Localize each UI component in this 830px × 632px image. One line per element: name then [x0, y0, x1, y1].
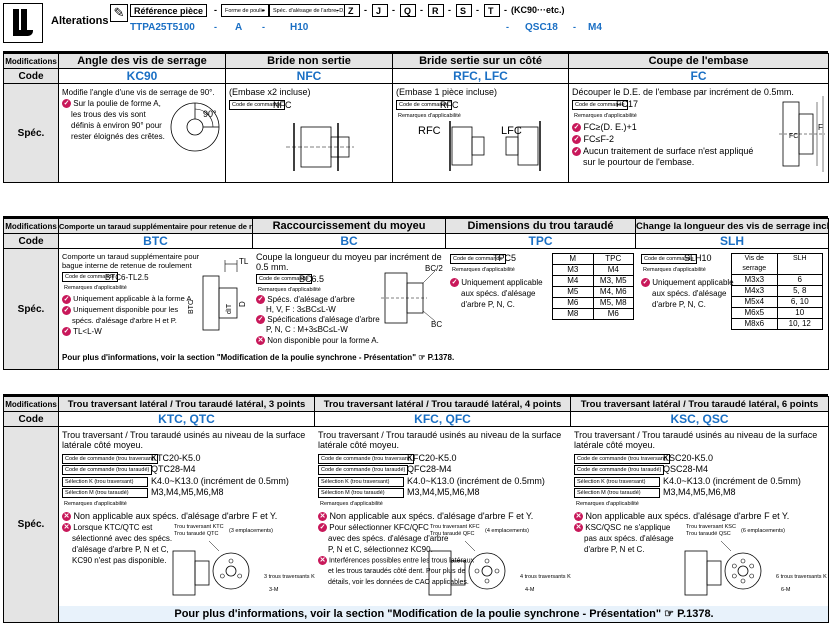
- svg-text:FC: FC: [789, 133, 798, 140]
- page-title: Alterations: [51, 15, 109, 27]
- col-title-ksc: Trou traversant latéral / Trou taraudé l…: [570, 396, 829, 412]
- spec-row-2: Comporte un taraud supplémentaire pour b…: [58, 248, 829, 370]
- example-part: TTPA25T5100: [130, 22, 195, 33]
- col-title-nfc: Bride non sertie: [225, 53, 393, 69]
- code-bc: BC: [252, 233, 446, 249]
- svg-text:TL: TL: [239, 257, 249, 266]
- label-spec: Spéc.: [3, 83, 59, 183]
- check-icon: ✓: [572, 147, 581, 157]
- col-title-fc: Coupe de l'embase: [568, 53, 829, 69]
- forbidden-icon: ✕: [318, 556, 327, 565]
- label-modifications: Modifications: [3, 53, 59, 69]
- col-title-kfc: Trou traversant latéral / Trou taraudé l…: [314, 396, 571, 412]
- check-icon: ✓: [450, 278, 459, 288]
- example-bore: H10: [290, 22, 309, 33]
- label-code: Code: [3, 68, 59, 84]
- spec-kc90: Modifie l'angle d'une vis de serrage de …: [58, 83, 226, 183]
- check-icon: ✓: [318, 523, 327, 533]
- spec-rfc: (Embase 1 pièce incluse) Code de command…: [392, 83, 569, 183]
- code-ktc-qtc: KTC, QTC: [58, 411, 315, 427]
- example-code: QSC18: [525, 22, 558, 33]
- check-icon: ✓: [572, 135, 581, 145]
- page-ref-icon: ☞: [664, 608, 675, 620]
- col-title-tpc: Dimensions du trou taraudé: [445, 218, 636, 234]
- nfc-diagram: [286, 123, 354, 171]
- example-code-value: M4: [588, 22, 602, 33]
- side-hole-diagram-0: [172, 540, 250, 596]
- spec-nfc: (Embase x2 incluse) Code de commande NFC: [225, 83, 393, 183]
- box-shape: Forme de poulie: [221, 4, 269, 17]
- col-title-btc: Comporte un taraud supplémentaire pour r…: [58, 218, 253, 234]
- forbidden-icon: ✕: [62, 523, 71, 533]
- box-bore: Spéc. d'alésage de l'arbre, D, L: [269, 4, 354, 17]
- code-slh: SLH: [635, 233, 829, 249]
- svg-text:dIT: dIT: [226, 303, 233, 314]
- check-icon: ✓: [62, 327, 71, 337]
- svg-text:BTC: BTC: [188, 300, 195, 314]
- forbidden-icon: ✕: [574, 512, 583, 522]
- code-rfc-lfc: RFC, LFC: [392, 68, 569, 84]
- note-row-3: Pour plus d'informations, voir la sectio…: [59, 606, 828, 622]
- svg-text:BC/2: BC/2: [425, 264, 443, 273]
- col-title-kc90: Angle des vis de serrage: [58, 53, 226, 69]
- code-fc: FC: [568, 68, 829, 84]
- check-icon: ✓: [572, 123, 581, 133]
- col-title-rfc: Bride sertie sur un côté: [392, 53, 569, 69]
- spec-fc: Découper le D.E. de l'embase par incréme…: [568, 83, 829, 183]
- box-t: T: [484, 4, 500, 17]
- example-shape: A: [235, 22, 243, 33]
- forbidden-icon: ✕: [318, 512, 327, 522]
- check-icon: ✓: [641, 278, 650, 288]
- code-nfc: NFC: [225, 68, 393, 84]
- svg-text:F: F: [818, 123, 823, 132]
- box-r: R: [428, 4, 444, 17]
- note-row-2: Pour plus d'informations, voir la sectio…: [62, 353, 455, 362]
- ref-label: Référence pièce: [130, 4, 208, 17]
- code-btc: BTC: [58, 233, 253, 249]
- box-z: Z: [344, 4, 360, 17]
- header-suffix: (KC90···etc.): [511, 5, 565, 15]
- btc-diagram: TL BTC dIT D: [188, 257, 249, 331]
- spec-row-3: Trou traversant / Trou taraudé usinés au…: [58, 426, 829, 623]
- code-ksc-qsc: KSC, QSC: [570, 411, 829, 427]
- box-s: S: [456, 4, 472, 17]
- check-icon: ✓: [256, 295, 265, 305]
- box-j: J: [372, 4, 388, 17]
- table-alterations-1: Modifications Angle des vis de serrage B…: [3, 53, 829, 183]
- wrench-icon: ✎: [110, 4, 128, 22]
- table-alterations-3: Modifications Trou traversant latéral / …: [3, 396, 829, 623]
- svg-text:BC: BC: [431, 320, 442, 329]
- check-icon: ✓: [62, 305, 71, 315]
- rfc-lfc-diagram: [449, 121, 541, 171]
- code-kfc-qfc: KFC, QFC: [314, 411, 571, 427]
- forbidden-icon: ✕: [62, 512, 71, 522]
- svg-text:D: D: [238, 301, 247, 307]
- box-q: Q: [400, 4, 416, 17]
- col-title-bc: Raccourcissement du moyeu: [252, 218, 446, 234]
- forbidden-icon: ✕: [256, 336, 265, 346]
- alterations-logo: [3, 3, 43, 43]
- code-kc90: KC90: [58, 68, 226, 84]
- check-icon: ✓: [62, 294, 71, 304]
- bc-diagram: BC/2 BC: [381, 264, 443, 329]
- side-hole-diagram-1: [428, 540, 506, 596]
- code-tpc: TPC: [445, 233, 636, 249]
- page-ref-icon: ☞: [418, 353, 426, 362]
- fc-diagram: F FC: [779, 96, 825, 172]
- check-icon: ✓: [256, 315, 265, 325]
- kc90-diagram: 90°: [170, 102, 220, 152]
- check-icon: ✓: [62, 99, 71, 109]
- col-title-ktc: Trou traversant latéral / Trou taraudé l…: [58, 396, 315, 412]
- side-hole-diagram-2: [684, 540, 762, 596]
- col-title-slh: Change la longueur des vis de serrage in…: [635, 218, 829, 234]
- svg-text:90°: 90°: [203, 109, 217, 119]
- forbidden-icon: ✕: [574, 523, 583, 533]
- table-alterations-2: Modifications Comporte un taraud supplém…: [3, 218, 829, 370]
